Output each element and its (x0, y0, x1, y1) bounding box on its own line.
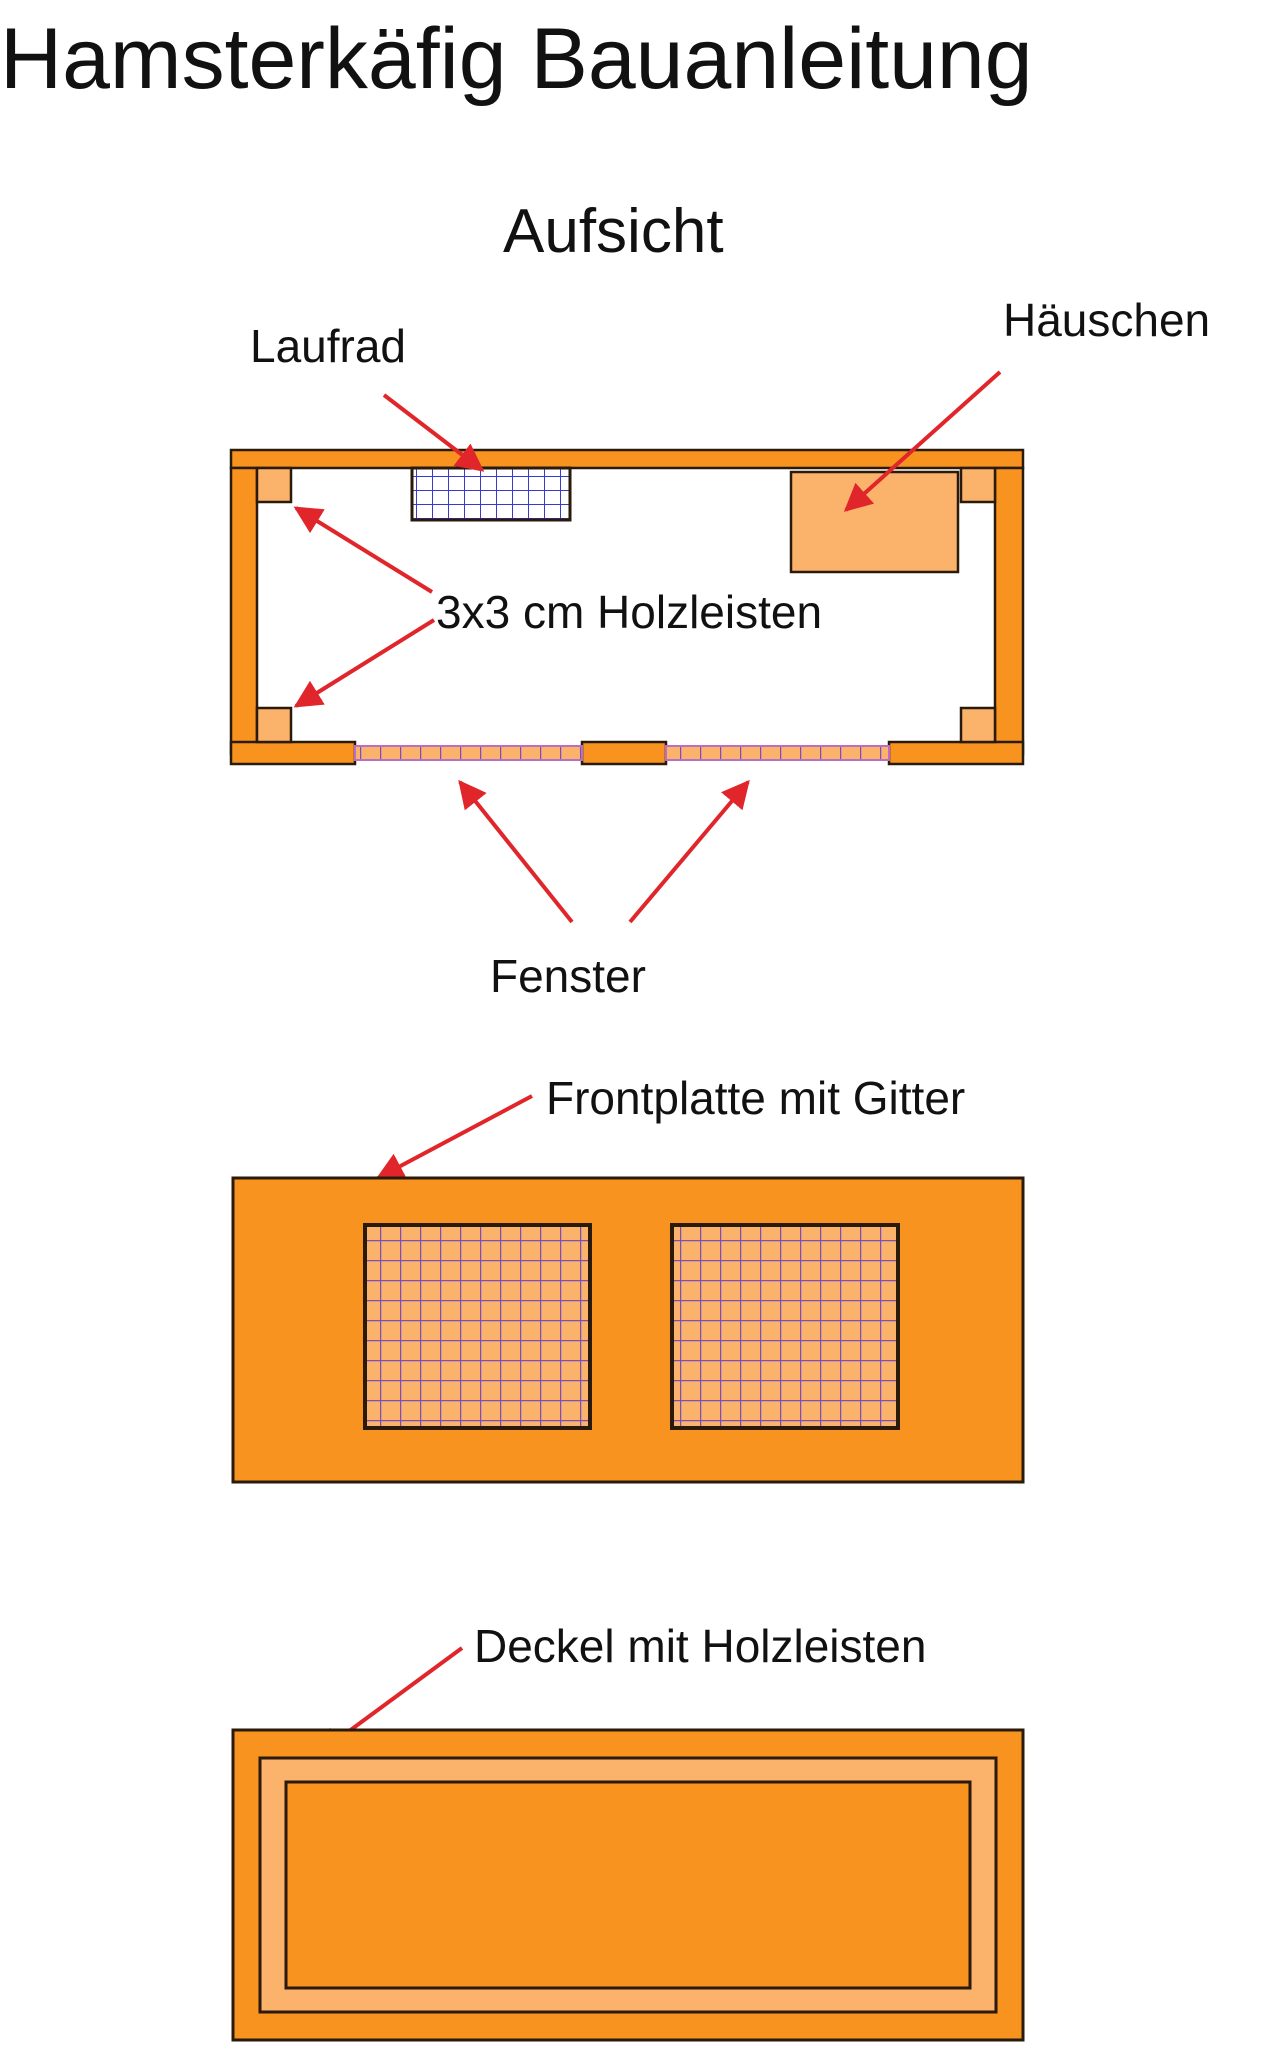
lid-inner-panel (284, 1780, 972, 1990)
cage-right-wall (993, 466, 1025, 756)
label-lid: Deckel mit Holzleisten (474, 1620, 926, 1672)
front-panel-grid-right (670, 1223, 900, 1430)
arrow-batten-top (293, 506, 434, 594)
front-window-right (665, 745, 890, 761)
arrow-wheel (382, 393, 485, 472)
arrow-window-right (628, 779, 750, 924)
front-panel-grid-left (363, 1223, 592, 1430)
arrow-house (843, 370, 1002, 512)
top-view: Aufsicht Laufrad Häuschen 3x3 cm Holzlei… (229, 197, 1210, 1002)
front-window-left (354, 745, 583, 761)
front-panel-board (231, 1176, 1025, 1484)
cage-front-wall-middle (580, 740, 668, 766)
label-wheel: Laufrad (250, 320, 406, 372)
arrow-batten-bottom (293, 618, 436, 708)
arrow-window-left (458, 779, 574, 924)
label-battens: 3x3 cm Holzleisten (436, 586, 822, 638)
corner-batten-top-right (959, 466, 997, 504)
label-house: Häuschen (1003, 294, 1210, 346)
corner-batten-bottom-left (255, 706, 293, 744)
label-front-panel: Frontplatte mit Gitter (546, 1072, 965, 1124)
little-house (789, 470, 960, 574)
label-windows: Fenster (490, 950, 646, 1002)
cage-front-wall-right (887, 740, 1025, 766)
lid: Deckel mit Holzleisten (231, 1620, 1025, 2042)
corner-batten-top-left (255, 466, 293, 504)
arrow-front-panel (375, 1094, 533, 1180)
page-title: Hamsterkäfig Bauanleitung (0, 11, 1033, 107)
cage-back-wall (229, 448, 1025, 470)
front-panel: Frontplatte mit Gitter (231, 1072, 1025, 1484)
top-view-heading: Aufsicht (503, 197, 724, 266)
cage-front-wall-left (229, 740, 357, 766)
running-wheel (410, 466, 572, 522)
corner-batten-bottom-right (959, 706, 997, 744)
cage-left-wall (229, 466, 259, 756)
